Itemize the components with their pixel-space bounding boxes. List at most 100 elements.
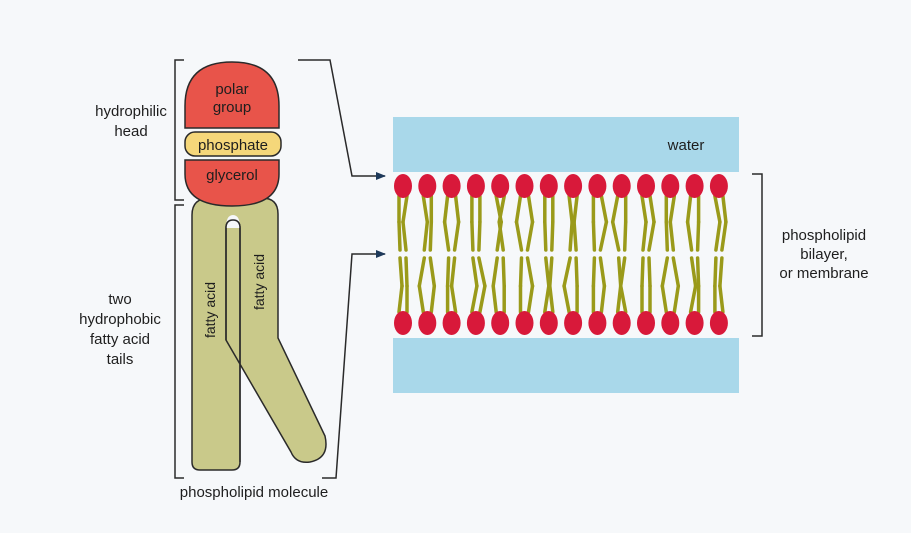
molecule-label: phospholipid molecule	[180, 484, 328, 501]
bilayer-head-bottom	[612, 311, 631, 335]
bilayer-tail-bottom	[478, 284, 487, 314]
bilayer-tail-bottom	[449, 256, 457, 288]
bilayer-tail-bottom	[397, 284, 404, 314]
bilayer-tail-top	[685, 220, 694, 252]
bilayer-tail-top	[428, 220, 434, 252]
bilayer-tail-bottom	[477, 256, 487, 288]
bilayer-tail-bottom	[491, 256, 499, 288]
bilayer-tail-top	[695, 220, 701, 252]
bilayer-tail-top	[401, 220, 408, 252]
bilayer-tail-top	[568, 220, 574, 252]
bilayer-tail-bottom	[526, 284, 535, 314]
fatty-acid-left-label: fatty acid	[202, 282, 218, 338]
connector-line-top	[298, 59, 386, 180]
bilayer-tail-top	[442, 220, 451, 252]
tail-bracket	[174, 204, 184, 479]
bilayer-label-2: bilayer,	[800, 246, 848, 263]
bilayer-tail-top	[668, 220, 676, 252]
bilayer-tail-bottom	[618, 256, 627, 288]
bilayer-head-bottom	[491, 311, 510, 335]
bilayer-tail-bottom	[518, 256, 524, 288]
polar-group-label-1: polar	[215, 81, 248, 98]
bilayer-tail-top	[442, 194, 450, 224]
bilayer-head-top	[394, 174, 412, 198]
glycerol-shape	[184, 159, 280, 207]
bilayer-tail-top	[610, 194, 620, 224]
bilayer-tail-bottom	[660, 256, 670, 288]
bilayer-tail-top	[397, 220, 402, 252]
bilayer-tail-bottom	[470, 284, 479, 314]
bilayer-tail-top	[641, 220, 648, 252]
bilayer-tail-top	[720, 220, 728, 252]
bilayer-head-bottom	[637, 311, 655, 335]
bilayer-tail-bottom	[718, 256, 724, 288]
bilayer-tail-bottom	[429, 284, 437, 314]
bilayer-head-top	[515, 174, 534, 198]
bilayer-head-top	[466, 174, 485, 198]
bilayer-tail-top	[514, 194, 523, 224]
bilayer-tail-top	[713, 194, 722, 224]
bilayer-tail-bottom	[660, 284, 669, 314]
bilayer-head-bottom	[588, 311, 607, 335]
bilayer-head-top	[564, 174, 583, 198]
bilayer-tail-top	[477, 220, 482, 252]
bilayer-tail-top	[567, 194, 574, 224]
bilayer-bracket	[752, 173, 763, 337]
bilayer-head-bottom	[685, 311, 704, 335]
bilayer-tail-top	[647, 220, 656, 252]
connector-line-bottom	[322, 250, 386, 479]
phosphate-label: phosphate	[198, 137, 268, 154]
water-label: water	[667, 137, 705, 154]
bilayer-tail-bottom	[417, 256, 427, 288]
bilayer-head-bottom	[418, 311, 437, 335]
bilayer-head-top	[612, 174, 631, 198]
bilayer-tail-top	[543, 220, 548, 252]
bilayer-label-1: phospholipid	[782, 227, 866, 244]
bilayer-head-top	[539, 174, 558, 198]
tails-label-1: two	[108, 291, 131, 308]
bilayer-tail-bottom	[398, 256, 404, 288]
bilayer-tail-bottom	[713, 256, 718, 288]
bilayer-head-bottom	[442, 311, 461, 335]
bilayer-tail-bottom	[718, 284, 725, 314]
bilayer-label-3: or membrane	[779, 265, 868, 282]
bilayer-tail-bottom	[491, 284, 498, 314]
bilayer-head-top	[588, 174, 607, 198]
bilayer-tail-bottom	[543, 284, 551, 314]
bilayer-tail-top	[591, 220, 597, 252]
bilayer-head-top	[637, 174, 655, 198]
hydrophilic-label-1: hydrophilic	[95, 103, 167, 120]
bilayer-head-bottom	[394, 311, 412, 335]
bilayer-tail-bottom	[599, 284, 607, 314]
glycerol-label: glycerol	[206, 167, 258, 184]
bilayer-tail-top	[648, 194, 656, 224]
tails-label-4: tails	[107, 351, 134, 368]
bilayer-tail-bottom	[574, 256, 579, 288]
bilayer-tail-top	[685, 194, 693, 224]
bilayer-tail-bottom	[598, 256, 607, 288]
polar-group-label-2: group	[213, 99, 251, 116]
bilayer-tail-bottom	[404, 256, 409, 288]
bilayer-tail-top	[470, 220, 475, 252]
bilayer-tail-top	[622, 220, 628, 252]
phosphate-shape	[184, 131, 282, 157]
bilayer-tail-bottom	[548, 284, 555, 314]
bilayer-tail-top	[610, 220, 621, 252]
bilayer-tail-top	[497, 194, 506, 224]
bilayer-tail-top	[664, 220, 670, 252]
bilayer-tail-top	[525, 220, 535, 252]
bilayer-tail-bottom	[501, 256, 506, 288]
bilayer-tail-bottom	[449, 284, 458, 314]
bilayer-tail-top	[421, 194, 430, 224]
bilayer-head-bottom	[661, 311, 680, 335]
bilayer-tail-bottom	[640, 256, 645, 288]
bilayer-head-top	[491, 174, 510, 198]
bilayer-tail-bottom	[548, 256, 554, 288]
bilayer-tail-bottom	[525, 256, 535, 288]
bilayer-tail-top	[572, 194, 579, 224]
bilayer-tail-bottom	[689, 256, 698, 288]
membrane-core	[393, 172, 739, 338]
bilayer-tail-bottom	[591, 256, 597, 288]
